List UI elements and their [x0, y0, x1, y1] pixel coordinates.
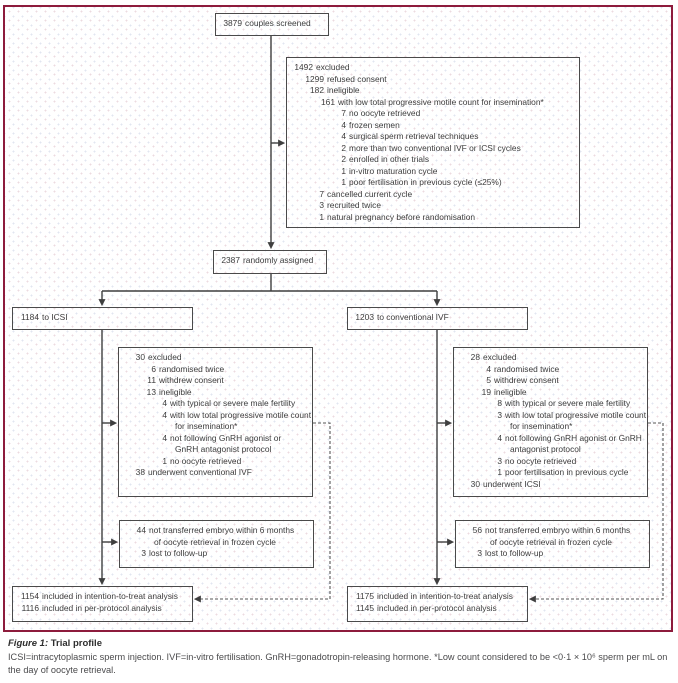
box-line: antagonist protocol: [510, 444, 581, 454]
caption-body: ICSI=intracytoplasmic sperm injection. I…: [8, 652, 668, 675]
box-line: of oocyte retrieval in frozen cycle: [154, 536, 276, 547]
caption-title-text: Trial profile: [50, 638, 102, 649]
box-line: of oocyte retrieval in frozen cycle: [490, 536, 612, 547]
figure-caption: Figure 1: Trial profile ICSI=intracytopl…: [8, 638, 670, 676]
box-line: GnRH antagonist protocol: [175, 444, 272, 454]
caption-figure-label: Figure 1:: [8, 638, 49, 649]
box-line: for insemination*: [510, 421, 573, 431]
figure-panel: [3, 5, 673, 632]
box-line: for insemination*: [175, 421, 238, 431]
caption-title: Figure 1: Trial profile: [8, 638, 670, 649]
